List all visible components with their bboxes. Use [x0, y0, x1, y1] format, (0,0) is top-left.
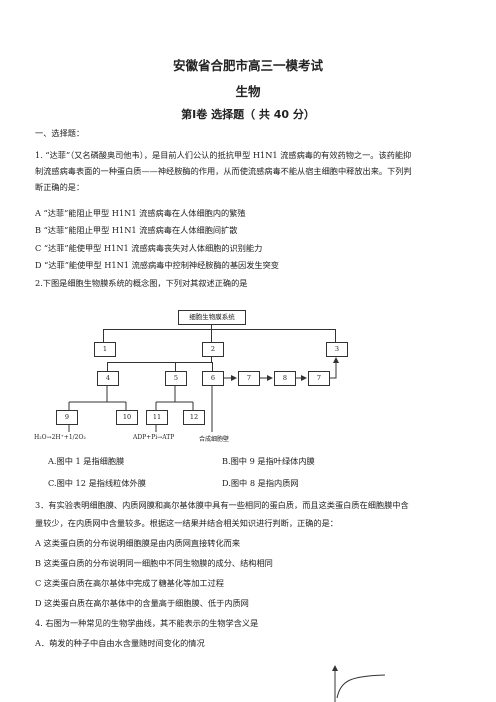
q3-option-b: B 这类蛋白质的分布说明同一细胞中不同生物膜的成分、结构相同: [35, 558, 273, 568]
q1-stem-line2: 制流感病毒表面的一种蛋白质——神经胺酶的作用，从而使流感病毒不能从宿主细胞中释放…: [35, 166, 412, 176]
diagram-node-4: 4: [97, 371, 119, 386]
q1-option-a: A “达菲”能阻止甲型 H1N1 流感病毒在人体细胞内的繁殖: [35, 208, 246, 218]
diagram-node-7a: 7: [238, 371, 260, 386]
diagram-node-2: 2: [202, 342, 224, 357]
q4-curve-line: [336, 674, 386, 699]
q2-option-c: C.图中 12 是指线粒体外膜: [48, 478, 146, 488]
diagram-node-5: 5: [165, 371, 187, 386]
q3-stem-line1: 3．有实验表明细胞膜、内质网膜和高尔基体膜中具有一些相同的蛋白质，而且这类蛋白质…: [35, 500, 409, 510]
diagram-root-box: 细胞生物膜系统: [178, 310, 246, 325]
subject-title: 生物: [235, 84, 261, 99]
section-label: 一、选择题：: [35, 128, 85, 138]
q2-option-b: B.图中 9 是指叶绿体内膜: [222, 456, 315, 466]
q1-option-c: C “达菲”能使甲型 H1N1 流感病毒丧失对人体细胞的识别能力: [35, 243, 263, 253]
diagram-node-12: 12: [183, 410, 205, 425]
q4-option-a: A．萌发的种子中自由水含量随时间变化的情况: [35, 638, 205, 648]
q2-option-a: A.图中 1 是指细胞膜: [48, 456, 125, 466]
diagram-node-3: 3: [326, 342, 348, 357]
q2-stem: 2.下图是细胞生物膜系统的概念图，下列对其叙述正确的是: [35, 278, 248, 288]
diagram-eq-water-split: H₂O→2H⁺+1/2O₂: [34, 434, 86, 441]
exam-title: 安徽省合肥市高三一模考试: [172, 58, 323, 73]
q3-option-d: D 这类蛋白质在高尔基体中的含量高于细胞膜、低于内质网: [35, 598, 249, 608]
q3-option-a: A 这类蛋白质的分布说明细胞膜是由内质网直接转化而来: [35, 538, 241, 548]
q1-option-d: D “达菲”能使甲型 H1N1 流感病毒中控制神经胺酶的基因发生突变: [35, 260, 279, 270]
diagram-node-9: 9: [56, 410, 78, 425]
q2-option-d: D.图中 8 是指内质网: [222, 478, 299, 488]
q1-option-b: B “达菲”能阻止甲型 H1N1 流感病毒在人体细胞间扩散: [35, 225, 238, 235]
q1-stem-line3: 断正确的是：: [35, 182, 85, 192]
diagram-eq-atp: ADP+Pi→ATP: [133, 434, 175, 441]
diagram-node-1: 1: [94, 342, 116, 357]
diagram-node-11: 11: [146, 410, 168, 425]
q4-curve-figure: [332, 665, 386, 702]
q1-stem-line1: 1. “达菲”（又名磷酸奥司他韦），是目前人们公认的抵抗甲型 H1N1 流感病毒…: [35, 150, 412, 160]
q3-option-c: C 这类蛋白质在高尔基体中完成了糖基化等加工过程: [35, 578, 224, 588]
diagram-node-10: 10: [116, 410, 138, 425]
diagram-cell-wall: 合成细胞壁: [199, 436, 230, 443]
q4-stem: 4. 右图为一种常见的生物学曲线，其不能表示的生物学含义是: [35, 618, 259, 628]
q3-stem-line2: 量较少，在内质网中含量较多。根据这一结果并结合相关知识进行判断，正确的是：: [35, 518, 338, 528]
section-title: 第Ⅰ卷 选择题（ 共 40 分）: [181, 108, 315, 121]
